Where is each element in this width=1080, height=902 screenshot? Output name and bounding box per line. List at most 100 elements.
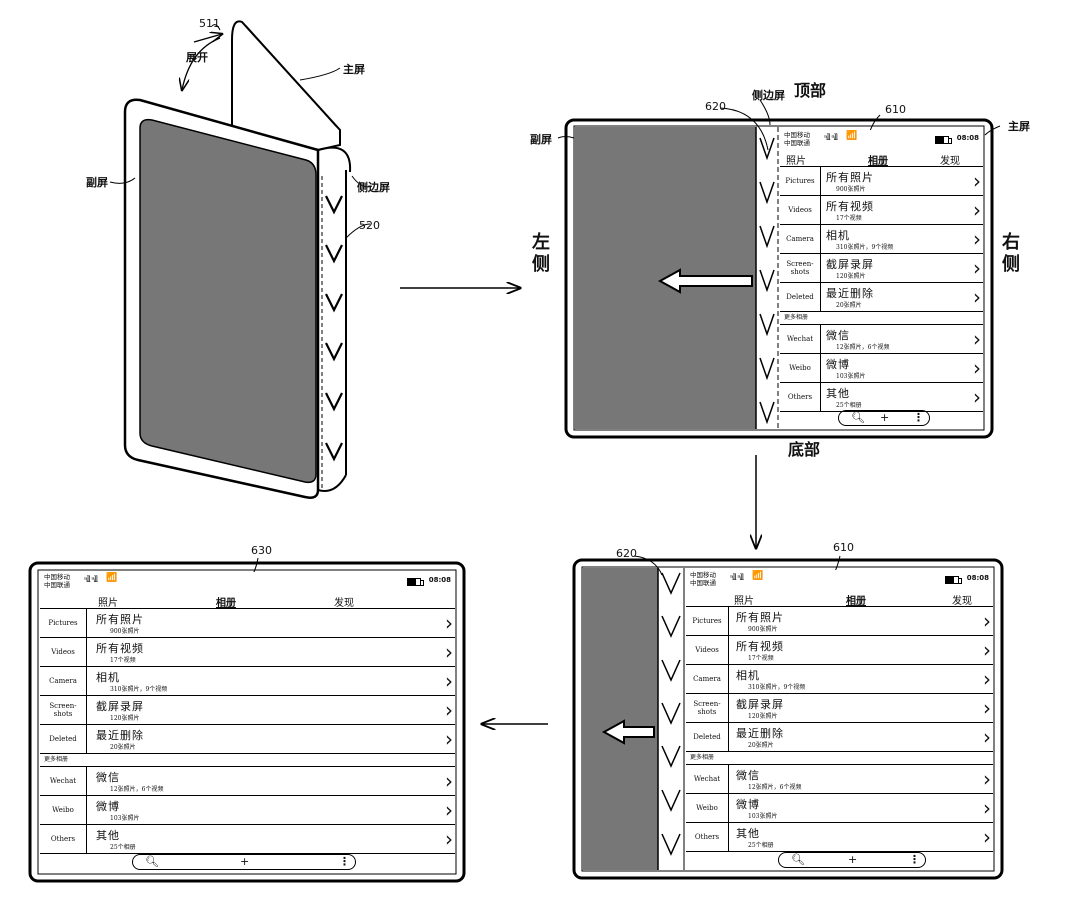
album-subtitle: 25个相册 bbox=[110, 844, 136, 851]
plus-icon[interactable]: + bbox=[848, 853, 858, 866]
chevron-right-icon[interactable]: › bbox=[983, 638, 991, 662]
chevron-right-icon[interactable]: › bbox=[973, 198, 981, 222]
tab-2[interactable]: 发现 bbox=[334, 598, 354, 609]
ref-630: 630 bbox=[251, 544, 272, 557]
chevron-right-icon[interactable]: › bbox=[983, 696, 991, 720]
more-icon[interactable]: ⋮ bbox=[909, 853, 920, 866]
chevron-right-icon[interactable]: › bbox=[983, 825, 991, 849]
album-key: Deleted bbox=[686, 723, 729, 751]
album-key: Others bbox=[780, 383, 821, 411]
plus-icon[interactable]: + bbox=[240, 855, 250, 868]
tab-1[interactable]: 相册 bbox=[868, 156, 888, 167]
chevron-right-icon[interactable]: › bbox=[973, 285, 981, 309]
tab-2[interactable]: 发现 bbox=[952, 596, 972, 607]
clock: 08:08 bbox=[428, 576, 451, 584]
label-bottom: 底部 bbox=[788, 440, 821, 459]
album-subtitle: 17个视频 bbox=[748, 655, 774, 662]
search-icon[interactable]: 🔍︎ bbox=[791, 853, 805, 866]
search-icon[interactable]: 🔍︎ bbox=[851, 411, 865, 424]
signal-icon: ᵃᵢll ᵃᵢll bbox=[84, 575, 98, 584]
tab-1[interactable]: 相册 bbox=[846, 596, 866, 607]
album-subtitle: 12张照片，6个视频 bbox=[836, 344, 890, 351]
chevron-right-icon[interactable]: › bbox=[973, 327, 981, 351]
more-icon[interactable]: ⋮ bbox=[339, 855, 350, 868]
chevron-right-icon[interactable]: › bbox=[445, 698, 453, 722]
ref-520: 520 bbox=[359, 219, 380, 232]
chevron-right-icon[interactable]: › bbox=[445, 769, 453, 793]
album-subtitle: 103张照片 bbox=[748, 813, 778, 820]
chevron-right-icon[interactable]: › bbox=[973, 256, 981, 280]
album-key: Wechat bbox=[686, 765, 729, 793]
chevron-right-icon[interactable]: › bbox=[445, 669, 453, 693]
album-key: Weibo bbox=[40, 796, 87, 824]
chevron-right-icon[interactable]: › bbox=[983, 796, 991, 820]
label-right-side: 右侧 bbox=[999, 232, 1020, 276]
plus-icon[interactable]: + bbox=[880, 411, 890, 424]
more-icon[interactable]: ⋮ bbox=[913, 411, 924, 424]
tab-0[interactable]: 照片 bbox=[98, 598, 118, 609]
tab-2[interactable]: 发现 bbox=[940, 156, 960, 167]
chevron-right-icon[interactable]: › bbox=[983, 667, 991, 691]
album-key: Deleted bbox=[40, 725, 87, 753]
chevron-right-icon[interactable]: › bbox=[973, 356, 981, 380]
album-title: 相机 bbox=[826, 229, 850, 242]
album-subtitle: 25个相册 bbox=[836, 402, 862, 409]
chevron-right-icon[interactable]: › bbox=[445, 827, 453, 851]
album-subtitle: 17个视频 bbox=[110, 657, 136, 664]
tab-1[interactable]: 相册 bbox=[216, 598, 236, 609]
chevron-right-icon[interactable]: › bbox=[973, 385, 981, 409]
album-title: 截屏录屏 bbox=[826, 258, 874, 271]
swipe-left-arrow-icon bbox=[657, 268, 753, 294]
swipe-left-arrow-icon bbox=[601, 719, 655, 745]
tab-0[interactable]: 照片 bbox=[786, 156, 806, 167]
album-title: 其他 bbox=[826, 387, 850, 400]
battery-icon bbox=[407, 578, 424, 586]
album-title: 微信 bbox=[736, 769, 760, 782]
album-title: 相机 bbox=[96, 671, 120, 684]
chevron-right-icon[interactable]: › bbox=[973, 169, 981, 193]
chevron-right-icon[interactable]: › bbox=[973, 227, 981, 251]
ref-610: 610 bbox=[885, 103, 906, 116]
album-row[interactable]: Others 其他 25个相册 › bbox=[780, 383, 983, 412]
chevron-right-icon[interactable]: › bbox=[983, 767, 991, 791]
chevron-right-icon[interactable]: › bbox=[445, 640, 453, 664]
search-icon[interactable]: 🔍︎ bbox=[145, 855, 159, 868]
chevron-right-icon[interactable]: › bbox=[445, 727, 453, 751]
ref-620: 620 bbox=[616, 547, 637, 560]
chevron-right-icon[interactable]: › bbox=[445, 611, 453, 635]
album-subtitle: 103张照片 bbox=[836, 373, 866, 380]
carrier-label: 中国移动 中国联通 bbox=[690, 571, 716, 587]
chevron-right-icon[interactable]: › bbox=[445, 798, 453, 822]
tab-0[interactable]: 照片 bbox=[734, 596, 754, 607]
album-key: Weibo bbox=[780, 354, 821, 382]
album-title: 最近删除 bbox=[736, 727, 784, 740]
ref-511: 511 bbox=[199, 17, 220, 30]
chevron-right-icon[interactable]: › bbox=[983, 725, 991, 749]
chevron-right-icon[interactable]: › bbox=[983, 609, 991, 633]
